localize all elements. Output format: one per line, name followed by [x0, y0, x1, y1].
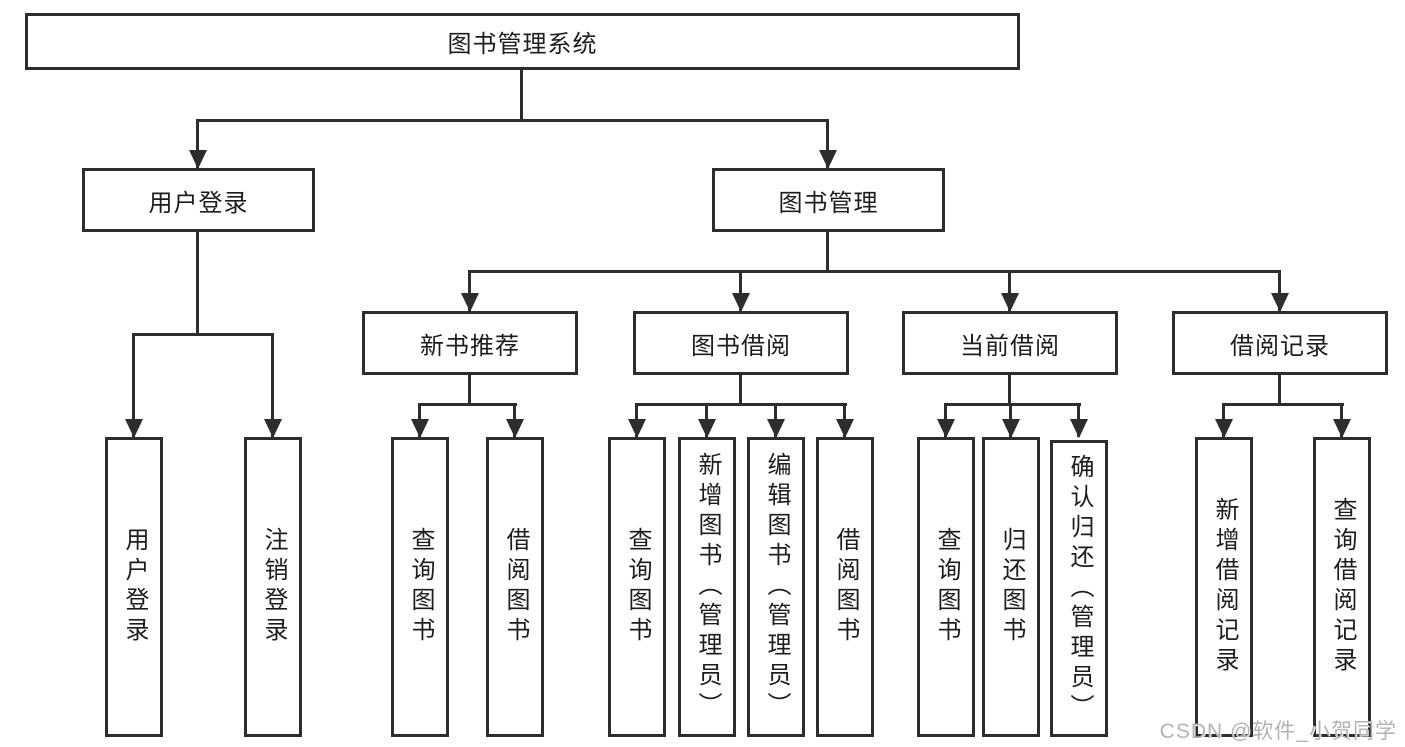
node-root: 图书管理系统	[25, 13, 1020, 70]
arrowhead-down-icon	[819, 150, 837, 169]
arrowhead-down-icon	[264, 419, 282, 438]
node-book-borrow: 图书借阅	[633, 311, 849, 375]
arrowhead-down-icon	[125, 419, 143, 438]
connector-line	[739, 270, 742, 311]
connector-line	[1278, 375, 1281, 405]
leaf-borrow-add-admin: 新增图书（管理员）	[678, 437, 736, 737]
connector-line	[1008, 375, 1011, 405]
connector-line	[1278, 270, 1281, 311]
arrowhead-down-icon	[189, 150, 207, 169]
connector-line	[197, 119, 829, 122]
connector-line	[1222, 403, 1344, 406]
node-new-books: 新书推荐	[362, 311, 578, 375]
arrowhead-down-icon	[732, 293, 750, 312]
leaf-logout: 注销登录	[244, 437, 302, 737]
leaf-records-query: 查询借阅记录	[1313, 437, 1371, 737]
watermark: CSDN @软件_小贺同学	[1159, 720, 1397, 743]
connector-line	[520, 70, 523, 120]
connector-line	[196, 232, 199, 336]
connector-line	[1008, 270, 1011, 311]
connector-line	[826, 232, 829, 272]
connector-line	[271, 333, 274, 437]
arrowhead-down-icon	[1001, 293, 1019, 312]
arrowhead-down-icon	[698, 419, 716, 438]
connector-line	[468, 270, 471, 311]
connector-line	[132, 333, 135, 437]
leaf-borrow-edit-admin: 编辑图书（管理员）	[747, 437, 805, 737]
leaf-current-confirm-admin: 确认归还（管理员）	[1050, 440, 1108, 737]
connector-line	[944, 403, 1081, 406]
arrowhead-down-icon	[937, 419, 955, 438]
leaf-borrow-borrow: 借阅图书	[816, 437, 874, 737]
arrowhead-down-icon	[1215, 419, 1233, 438]
arrowhead-down-icon	[411, 419, 429, 438]
connector-line	[418, 403, 517, 406]
arrowhead-down-icon	[628, 419, 646, 438]
connector-line	[739, 375, 742, 405]
node-book-mgmt: 图书管理	[712, 168, 945, 232]
arrowhead-down-icon	[1333, 419, 1351, 438]
connector-line	[468, 270, 1281, 273]
node-user-login: 用户登录	[82, 168, 315, 232]
arrowhead-down-icon	[767, 419, 785, 438]
leaf-records-add: 新增借阅记录	[1195, 437, 1253, 737]
arrowhead-down-icon	[461, 293, 479, 312]
node-current-borrow: 当前借阅	[902, 311, 1118, 375]
arrowhead-down-icon	[1002, 419, 1020, 438]
leaf-newbooks-query: 查询图书	[391, 437, 449, 737]
leaf-current-query: 查询图书	[917, 437, 975, 737]
connector-line	[196, 119, 199, 168]
connector-line	[132, 333, 274, 336]
arrowhead-down-icon	[1070, 419, 1088, 438]
connector-line	[468, 375, 471, 405]
arrowhead-down-icon	[1271, 293, 1289, 312]
connector-line	[635, 403, 847, 406]
leaf-newbooks-borrow: 借阅图书	[486, 437, 544, 737]
arrowhead-down-icon	[506, 419, 524, 438]
leaf-borrow-query: 查询图书	[608, 437, 666, 737]
node-borrow-records: 借阅记录	[1172, 311, 1388, 375]
arrowhead-down-icon	[836, 419, 854, 438]
leaf-current-return: 归还图书	[982, 437, 1040, 737]
connector-line	[826, 119, 829, 168]
leaf-user-login: 用户登录	[105, 437, 163, 737]
